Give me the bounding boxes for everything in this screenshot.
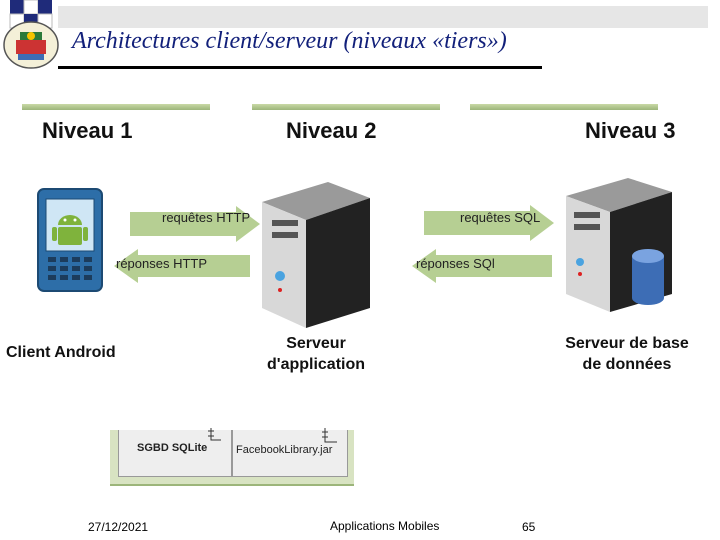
database-cylinder-icon <box>632 249 664 305</box>
university-logo <box>3 21 59 69</box>
component-icon <box>208 428 221 441</box>
sqlite-component: SGBD SQLite <box>118 428 232 477</box>
level-3-band <box>470 104 658 110</box>
application-server-caption-line2: d'application <box>266 356 366 373</box>
database-server-caption: Serveur de base de données <box>552 333 702 375</box>
application-server-caption: Serveur d'application <box>254 333 378 375</box>
application-server-icon <box>262 182 370 328</box>
database-server-caption-line1: Serveur de base <box>565 335 689 352</box>
sql-response-arrow <box>412 249 552 283</box>
sqlite-component-label: SGBD SQLite <box>137 442 208 454</box>
database-server-caption-line2: de données <box>582 356 672 373</box>
http-request-arrow <box>130 206 260 242</box>
header-decoration <box>9 0 708 29</box>
http-response-arrow <box>114 249 250 283</box>
slide-title: Architectures client/serveur (niveaux «t… <box>72 28 507 54</box>
sql-response-label: réponses SQl <box>416 256 495 271</box>
level-2-band <box>252 104 440 110</box>
footer-date: 27/12/2021 <box>88 520 149 534</box>
client-android-caption: Client Android <box>6 344 116 361</box>
facebook-library-label: FacebookLibrary.jar <box>236 444 333 456</box>
android-phone-icon <box>37 188 103 292</box>
level-3-label: Niveau 3 <box>585 118 676 143</box>
components-box: SGBD SQLite FacebookLibrary.jar <box>110 428 354 486</box>
footer-page-number: 65 <box>522 520 536 534</box>
http-request-label: requêtes HTTP <box>162 210 251 225</box>
footer-subject: Applications Mobiles <box>330 519 440 533</box>
title-underline <box>58 66 542 69</box>
http-response-label: réponses HTTP <box>116 256 208 271</box>
component-icon <box>322 428 337 443</box>
sql-request-arrow <box>424 205 554 241</box>
sql-request-label: requêtes SQL <box>460 210 541 225</box>
facebook-library-component: FacebookLibrary.jar <box>232 428 348 477</box>
level-1-band <box>22 104 210 110</box>
level-1-label: Niveau 1 <box>42 118 133 143</box>
level-2-label: Niveau 2 <box>286 118 377 143</box>
application-server-caption-line1: Serveur <box>286 335 346 352</box>
